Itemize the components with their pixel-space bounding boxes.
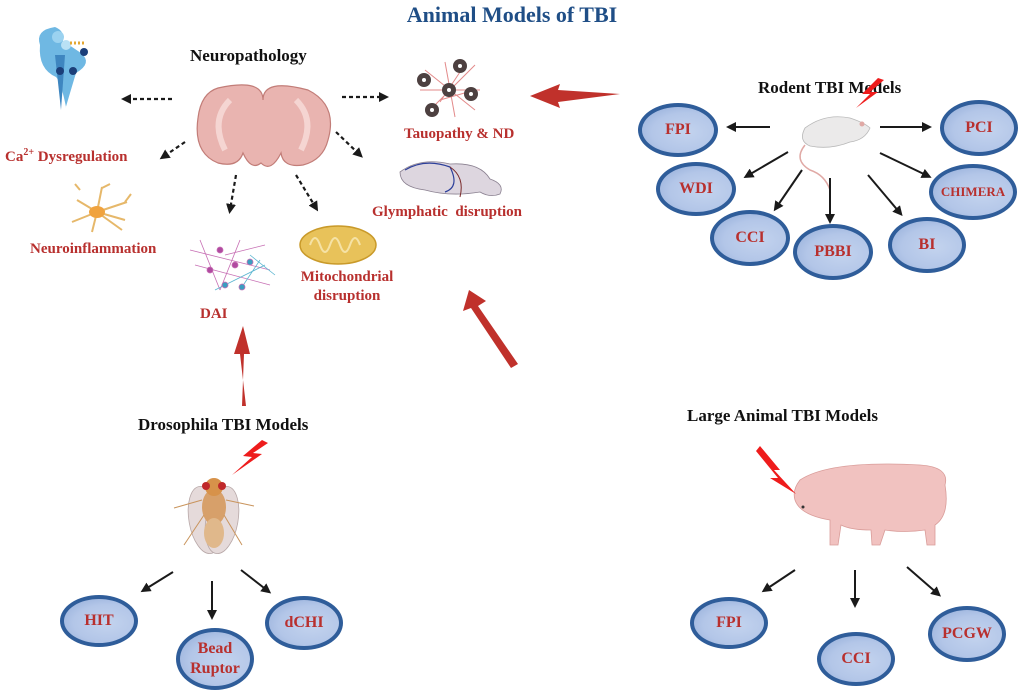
rodent-model-wdi: WDI bbox=[656, 162, 736, 216]
drosophila-icon bbox=[173, 478, 255, 554]
rodent-arrows bbox=[726, 122, 932, 224]
dai-icon bbox=[189, 239, 276, 291]
rodent-lightning-icon bbox=[856, 78, 884, 108]
rodent-model-bi: BI bbox=[888, 217, 966, 273]
drosophila-lightning-icon bbox=[232, 440, 268, 475]
brain-section-icon bbox=[196, 84, 332, 167]
drosophila-heading: Drosophila TBI Models bbox=[138, 415, 309, 434]
large-animal-model-cci: CCI bbox=[817, 632, 895, 686]
mitochondrion-icon bbox=[299, 225, 377, 265]
ion-channel-icon bbox=[39, 27, 88, 110]
large-animal-model-fpi: FPI bbox=[690, 597, 768, 649]
large-animal-heading: Large Animal TBI Models bbox=[687, 406, 878, 425]
rodent-model-cci: CCI bbox=[710, 210, 790, 266]
rodent-model-pci: PCI bbox=[940, 100, 1018, 156]
rodent-model-chimera: CHIMERA bbox=[929, 164, 1017, 220]
tauopathy-icon bbox=[417, 59, 480, 118]
diagram-title: Animal Models of TBI bbox=[406, 2, 618, 27]
pig-lightning-icon bbox=[756, 446, 796, 494]
neuroinflammation-label: Neuroinflammation bbox=[30, 241, 157, 257]
rodent-model-fpi: FPI bbox=[638, 103, 718, 157]
large-animal-model-pcgw: PCGW bbox=[928, 606, 1006, 662]
neuropathology-heading: Neuropathology bbox=[190, 46, 307, 65]
large-animal-arrows bbox=[761, 566, 942, 608]
rat-icon bbox=[799, 116, 871, 191]
dashed-arrows bbox=[121, 92, 389, 214]
drosophila-to-pathology-arrow bbox=[234, 326, 250, 406]
drosophila-model-bead-ruptor: Bead Ruptor bbox=[176, 628, 254, 690]
glymphatic-label: Glymphatic disruption bbox=[372, 204, 523, 220]
tauopathy-label: Tauopathy & ND bbox=[404, 126, 515, 142]
red-arrows bbox=[234, 84, 620, 406]
calcium-dysregulation-label: Ca2+ Dysregulation bbox=[5, 147, 128, 165]
drosophila-arrows bbox=[140, 569, 272, 620]
drosophila-model-dchi: dCHI bbox=[265, 596, 343, 650]
dai-label: DAI bbox=[200, 306, 228, 322]
glymphatic-brain-icon bbox=[399, 161, 502, 198]
rodent-to-pathology-arrow bbox=[530, 84, 620, 108]
rodent-model-pbbi: PBBI bbox=[793, 224, 873, 280]
pig-icon bbox=[793, 463, 947, 546]
neuroinflammation-icon bbox=[71, 183, 132, 233]
drosophila-model-hit: HIT bbox=[60, 595, 138, 647]
large-animal-to-pathology-arrow bbox=[463, 290, 518, 368]
